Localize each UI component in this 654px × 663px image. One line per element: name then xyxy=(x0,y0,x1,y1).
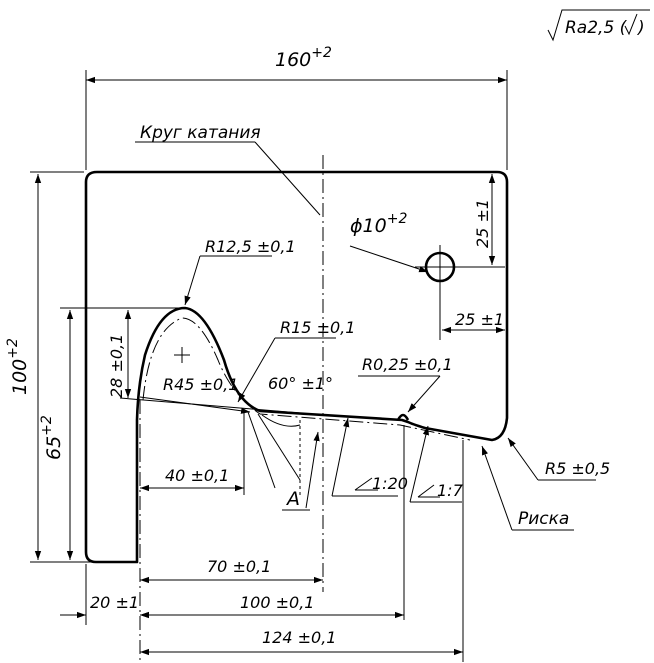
dim-40: 40 ±0,1 xyxy=(165,466,229,485)
label-mark: Риска xyxy=(518,509,569,529)
groove-notch xyxy=(396,413,410,421)
angle-arc xyxy=(261,414,301,427)
part-outline xyxy=(84,170,509,564)
dim-28: 28 ±0,1 xyxy=(107,334,126,398)
dim-taper-2: 1:7 xyxy=(437,481,464,500)
r-top-leader xyxy=(184,255,201,306)
dim-65: 65+2 xyxy=(39,415,65,460)
label-view-a: А xyxy=(285,488,300,510)
dim-20: 20 ±1 xyxy=(90,593,139,612)
r-fillet-leader xyxy=(237,337,276,403)
taper-1-leader xyxy=(331,417,350,497)
taper-symbol-1 xyxy=(354,477,378,491)
dim-hole-dia: ϕ10+2 xyxy=(350,211,407,237)
angle-line-2 xyxy=(257,413,301,481)
dim-160: 160+2 xyxy=(275,45,332,71)
dim-100-b: 100 ±0,1 xyxy=(240,593,314,612)
dim-r-groove: R0,25 ±0,1 xyxy=(362,355,453,374)
taper-symbol-2 xyxy=(417,484,440,498)
dim-r-corner: R5 ±0,5 xyxy=(545,459,610,478)
r-groove-leader xyxy=(407,375,441,413)
dim-124: 124 ±0,1 xyxy=(262,628,336,647)
mark-leader xyxy=(481,445,513,531)
angle-line xyxy=(247,411,276,489)
r-flank-leader xyxy=(139,396,251,414)
taper-2-leader xyxy=(409,425,429,503)
hole-dia-leader xyxy=(349,245,429,273)
dim-hole-y: 25 ±1 xyxy=(473,199,492,248)
label-rolling-circle: Круг катания xyxy=(140,123,261,143)
ext-28-bottom xyxy=(119,397,301,414)
dim-100: 100+2 xyxy=(5,338,31,395)
surface-finish-paren: ) xyxy=(636,18,645,38)
rolling-circle-leader-diag xyxy=(254,141,321,216)
dim-70: 70 ±0,1 xyxy=(207,557,271,576)
surface-finish-check xyxy=(624,13,638,36)
dim-hole-x: 25 ±1 xyxy=(455,310,504,329)
dim-taper-1: 1:20 xyxy=(372,474,408,493)
r-corner-leader xyxy=(507,437,539,481)
surface-finish-label: Ra2,5 ( xyxy=(565,18,628,38)
dim-r-top: R12,5 ±0,1 xyxy=(205,237,296,256)
view-a-leader xyxy=(305,431,320,509)
dim-r-fillet: R15 ±0,1 xyxy=(280,318,355,337)
surface-finish-symbol xyxy=(547,9,650,42)
dim-r-flank: R45 ±0,1 xyxy=(163,375,238,394)
dim-angle: 60° ±1° xyxy=(268,374,333,393)
